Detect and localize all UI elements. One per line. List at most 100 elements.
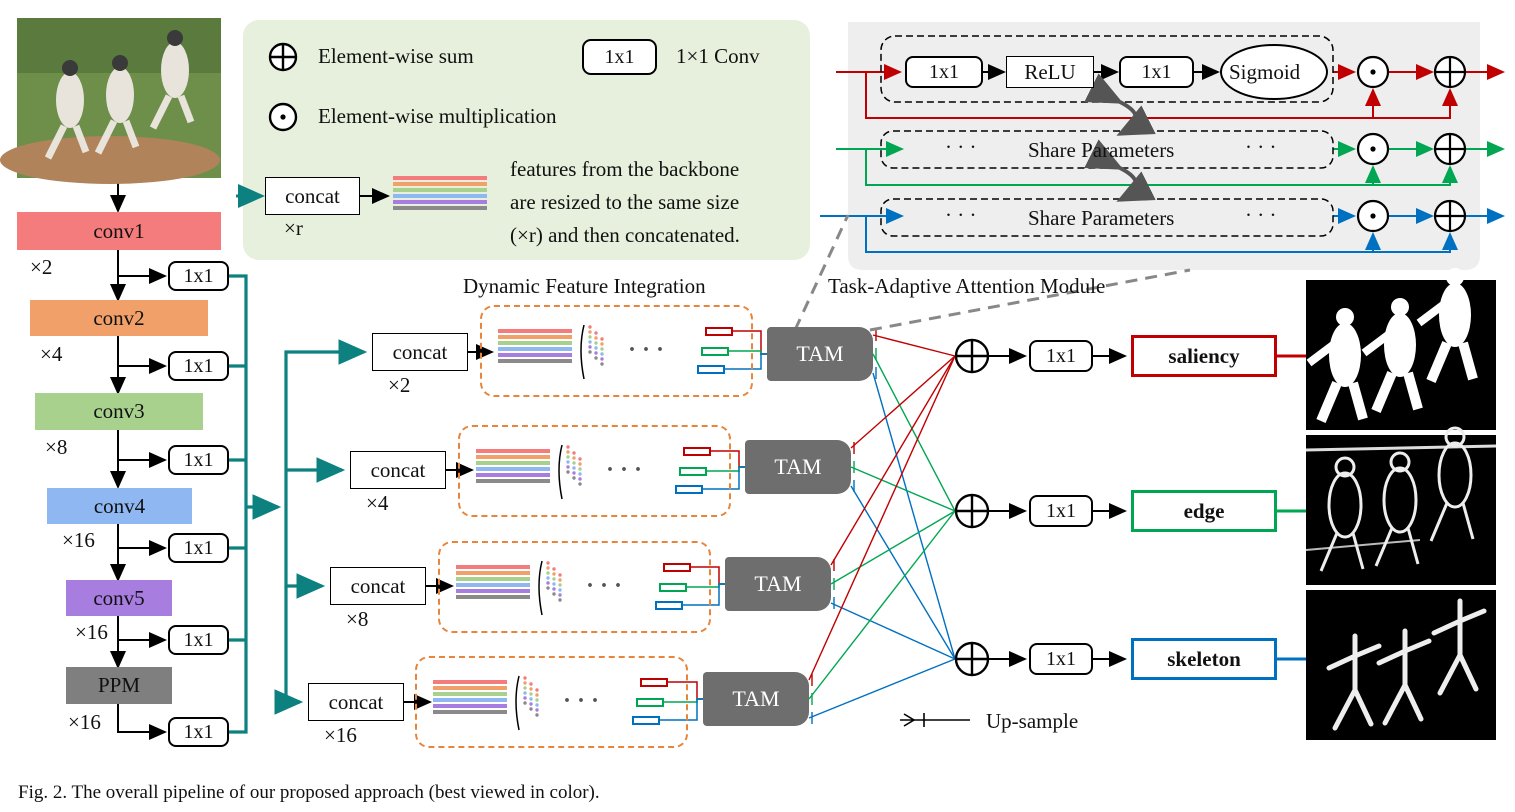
input-image [0,18,221,184]
dfi-dots-3: · · · [586,573,623,599]
tam-out-2-1 [850,355,956,454]
dfi-dots-2: · · · [606,457,643,483]
tam-sum-green [1433,132,1467,166]
fuse-sum-saliency [954,338,990,374]
dfi-weights-3 [538,560,562,616]
dfi-concat-2: concat [350,451,446,489]
backbone-scale-2: ×4 [40,342,63,366]
tam-block-4: TAM [703,672,809,726]
dfi-scale-3: ×8 [346,607,369,631]
backbone-stage-ppm: PPM [66,667,172,704]
legend-concat-scale: ×r [284,216,303,240]
tam-mult-red [1356,55,1390,89]
side-conv-2: 1x1 [168,351,229,381]
side-conv-4: 1x1 [168,533,229,563]
figure-caption: Fig. 2. The overall pipeline of our prop… [18,782,600,803]
dfi-branch-4-3 [632,698,703,725]
tam-out-2-3 [850,480,956,660]
backbone-stage-conv3: conv3 [35,393,203,430]
tam-mult-green [1356,132,1390,166]
dfi-box-4 [415,656,688,748]
upsample-label: Up-sample [986,709,1079,733]
tam-share-2: Share Parameters [1028,206,1175,230]
side-conv-6: 1x1 [168,717,229,747]
tam-mult-blue [1356,199,1390,233]
dfi-dots-4: · · · [563,688,600,714]
dfi-concat-1: concat [372,333,468,371]
upsample-legend-symbol [900,713,970,727]
backbone-stage-conv4: conv4 [47,488,192,524]
tam-detail-title: Task-Adaptive Attention Module [828,274,1106,298]
fuse-sum-edge [954,493,990,529]
output-label-edge: edge [1131,490,1277,532]
legend-mult-label: Element-wise multiplication [318,104,557,128]
tam-out-3-3 [830,597,956,660]
tam-block-1: TAM [767,327,873,381]
output-label-saliency: saliency [1131,335,1277,377]
tam-sum-red [1433,55,1467,89]
dfi-feature-stack-2 [476,449,550,483]
output-label-skeleton: skeleton [1131,638,1277,680]
output-conv-saliency: 1x1 [1029,340,1093,372]
tam-share-1: Share Parameters [1028,138,1175,162]
dfi-weights-1 [580,324,604,380]
tam-out-3-2 [830,510,956,590]
legend-note-line-3: (×r) and then concatenated. [510,223,740,247]
backbone-scale-4: ×16 [62,528,95,552]
tam-out-1-3 [872,367,956,660]
edge-output-image [1305,426,1497,585]
legend-conv-label: 1×1 Conv [676,44,760,68]
dfi-dots-1: · · · [628,337,665,363]
backbone-stage-conv5: conv5 [66,580,172,616]
dfi-feature-stack-3 [456,565,530,599]
tam-out-4-3 [808,658,956,724]
saliency-output-image [1306,268,1496,430]
tam-out-4-2 [808,510,956,705]
tam-out-1-2 [872,348,956,512]
tam-dots-2b: · · · [1245,203,1277,227]
tam-block-2: TAM [745,440,851,494]
backbone-stage-conv2: conv2 [30,300,208,336]
dfi-box-1 [480,305,753,397]
legend-feature-stack [393,176,487,210]
side-conv-3: 1x1 [168,445,229,475]
legend-note-line-1: features from the backbone [510,157,740,181]
output-conv-edge: 1x1 [1029,495,1093,527]
dfi-concat-3: concat [330,567,426,605]
tam-out-1-1 [872,329,956,357]
skeleton-output-image [1306,590,1496,740]
dfi-branch-3-3 [655,583,725,610]
tam-out-4-1 [808,355,956,686]
dfi-weights-2 [558,444,582,500]
tam-sum-blue [1433,199,1467,233]
output-conv-skeleton: 1x1 [1029,643,1093,675]
tam-dots-2a: · · · [945,203,977,227]
side-conv-5: 1x1 [168,625,229,655]
mult-symbol-legend [268,102,298,132]
dfi-feature-stack-1 [498,329,572,363]
fuse-sum-skeleton [954,641,990,677]
dfi-concat-4: concat [308,683,404,721]
backbone-stage-conv1: conv1 [17,212,221,250]
dfi-feature-stack-4 [433,680,507,714]
tam-dots-1a: · · · [945,135,977,159]
tam-zoom-connector [869,268,1191,332]
dfi-box-3 [438,541,711,633]
legend-conv-box: 1x1 [582,39,657,75]
dfi-scale-1: ×2 [388,373,411,397]
tam-sigmoid-label: Sigmoid [1229,60,1301,84]
tam-zoom-connector-2 [793,214,850,331]
sum-symbol-legend [268,42,298,72]
tam-conv-a: 1x1 [905,56,983,88]
tam-out-2-2 [850,461,956,512]
backbone-scale-1: ×2 [30,255,53,279]
tam-block-3: TAM [725,557,831,611]
tam-out-3-1 [830,355,956,571]
dfi-scale-4: ×16 [324,723,357,747]
backbone-scale-5: ×16 [75,620,108,644]
tam-relu: ReLU [1006,56,1094,88]
dfi-box-2 [458,425,731,517]
sigmoid-node [1220,44,1328,100]
backbone-scale-6: ×16 [68,710,101,734]
tam-dots-1b: · · · [1245,135,1277,159]
